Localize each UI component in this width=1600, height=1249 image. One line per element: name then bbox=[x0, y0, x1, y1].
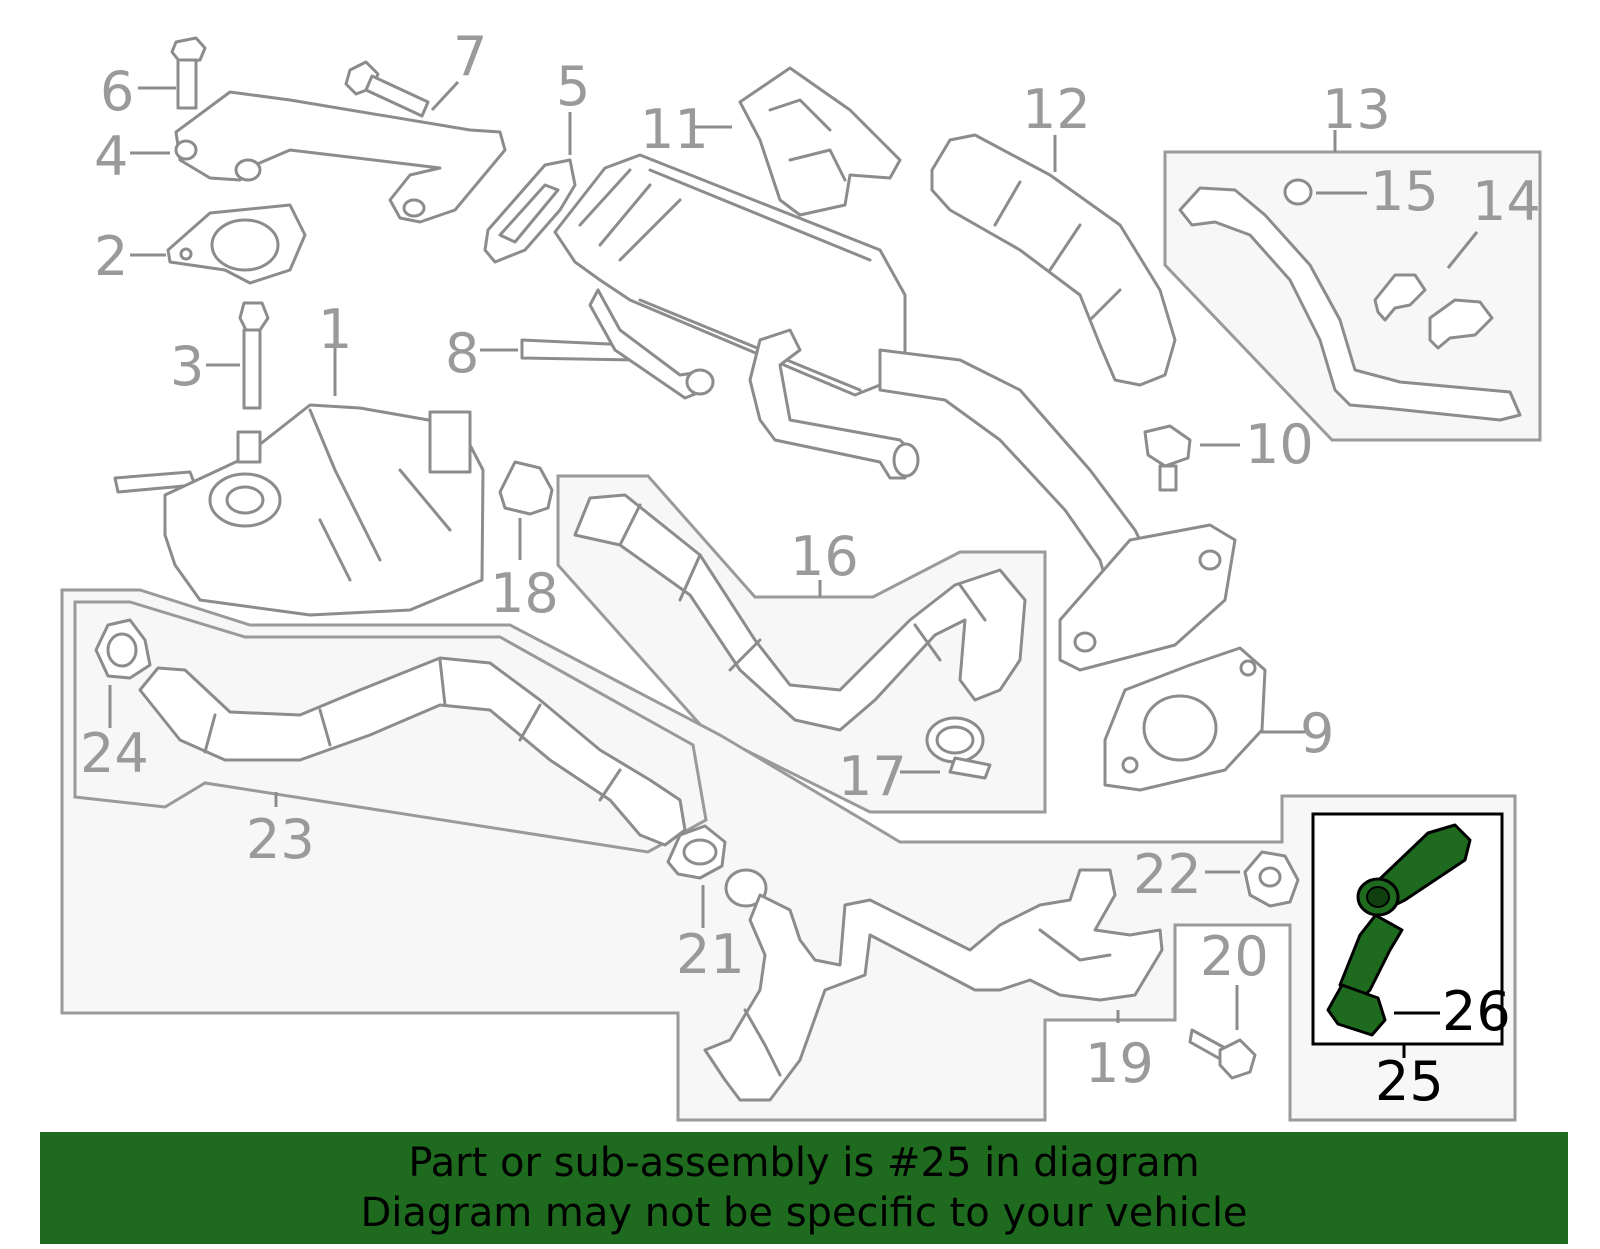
callout-16: 16 bbox=[790, 525, 859, 588]
hose-13 bbox=[1178, 130, 1522, 422]
gasket-9 bbox=[1103, 646, 1305, 792]
highlighted-clamp-26 bbox=[1326, 983, 1387, 1037]
clip-18 bbox=[498, 460, 554, 560]
callout-6: 6 bbox=[100, 60, 134, 123]
egr-valve-1 bbox=[113, 345, 485, 617]
bolt-10 bbox=[1143, 424, 1240, 492]
clip-22 bbox=[1205, 850, 1300, 908]
hose-12 bbox=[930, 133, 1177, 387]
highlighted-hose-25 bbox=[1338, 823, 1472, 1002]
callout-10: 10 bbox=[1245, 413, 1314, 476]
callout-7: 7 bbox=[453, 25, 487, 88]
callout-13: 13 bbox=[1322, 78, 1391, 141]
clamp-24 bbox=[94, 618, 152, 728]
notice-line-1: Part or sub-assembly is #25 in diagram bbox=[408, 1140, 1200, 1186]
bolt-3 bbox=[206, 301, 270, 410]
callout-17: 17 bbox=[838, 745, 907, 808]
gasket-2 bbox=[130, 203, 307, 285]
clamp-21 bbox=[666, 824, 727, 928]
callout-15: 15 bbox=[1370, 160, 1439, 223]
hose-23 bbox=[138, 656, 687, 847]
callout-23: 23 bbox=[246, 808, 315, 871]
callout-20: 20 bbox=[1200, 925, 1269, 988]
bolt-7 bbox=[344, 60, 460, 118]
callout-3: 3 bbox=[170, 335, 204, 398]
callout-19: 19 bbox=[1085, 1032, 1154, 1095]
callout-2: 2 bbox=[94, 225, 128, 288]
callout-26: 26 bbox=[1442, 980, 1511, 1043]
egr-pipe-4 bbox=[130, 90, 507, 224]
bolt-20 bbox=[1188, 985, 1257, 1080]
callout-12: 12 bbox=[1022, 78, 1091, 141]
callout-21: 21 bbox=[676, 923, 745, 986]
water-pipe-19 bbox=[703, 868, 1164, 1102]
highlight-box-25 bbox=[1311, 812, 1504, 1058]
callout-5: 5 bbox=[556, 55, 590, 118]
callout-22: 22 bbox=[1133, 843, 1202, 906]
callout-9: 9 bbox=[1300, 702, 1334, 765]
callout-14: 14 bbox=[1472, 170, 1541, 233]
callout-8: 8 bbox=[445, 322, 479, 385]
notice-line-2: Diagram may not be specific to your vehi… bbox=[360, 1190, 1248, 1236]
callout-24: 24 bbox=[80, 722, 149, 785]
callout-11: 11 bbox=[640, 98, 709, 161]
bolt-6 bbox=[138, 36, 207, 110]
callout-18: 18 bbox=[490, 562, 559, 625]
egr-cooler bbox=[553, 153, 1237, 672]
clamp-17 bbox=[900, 716, 992, 780]
notice-banner: Part or sub-assembly is #25 in diagram D… bbox=[40, 1132, 1568, 1244]
callout-25: 25 bbox=[1375, 1050, 1444, 1113]
callout-1: 1 bbox=[318, 298, 352, 361]
gasket-5 bbox=[483, 112, 577, 264]
hose-16 bbox=[573, 493, 1027, 732]
heat-shield-11 bbox=[692, 66, 902, 217]
callout-4: 4 bbox=[94, 125, 128, 188]
